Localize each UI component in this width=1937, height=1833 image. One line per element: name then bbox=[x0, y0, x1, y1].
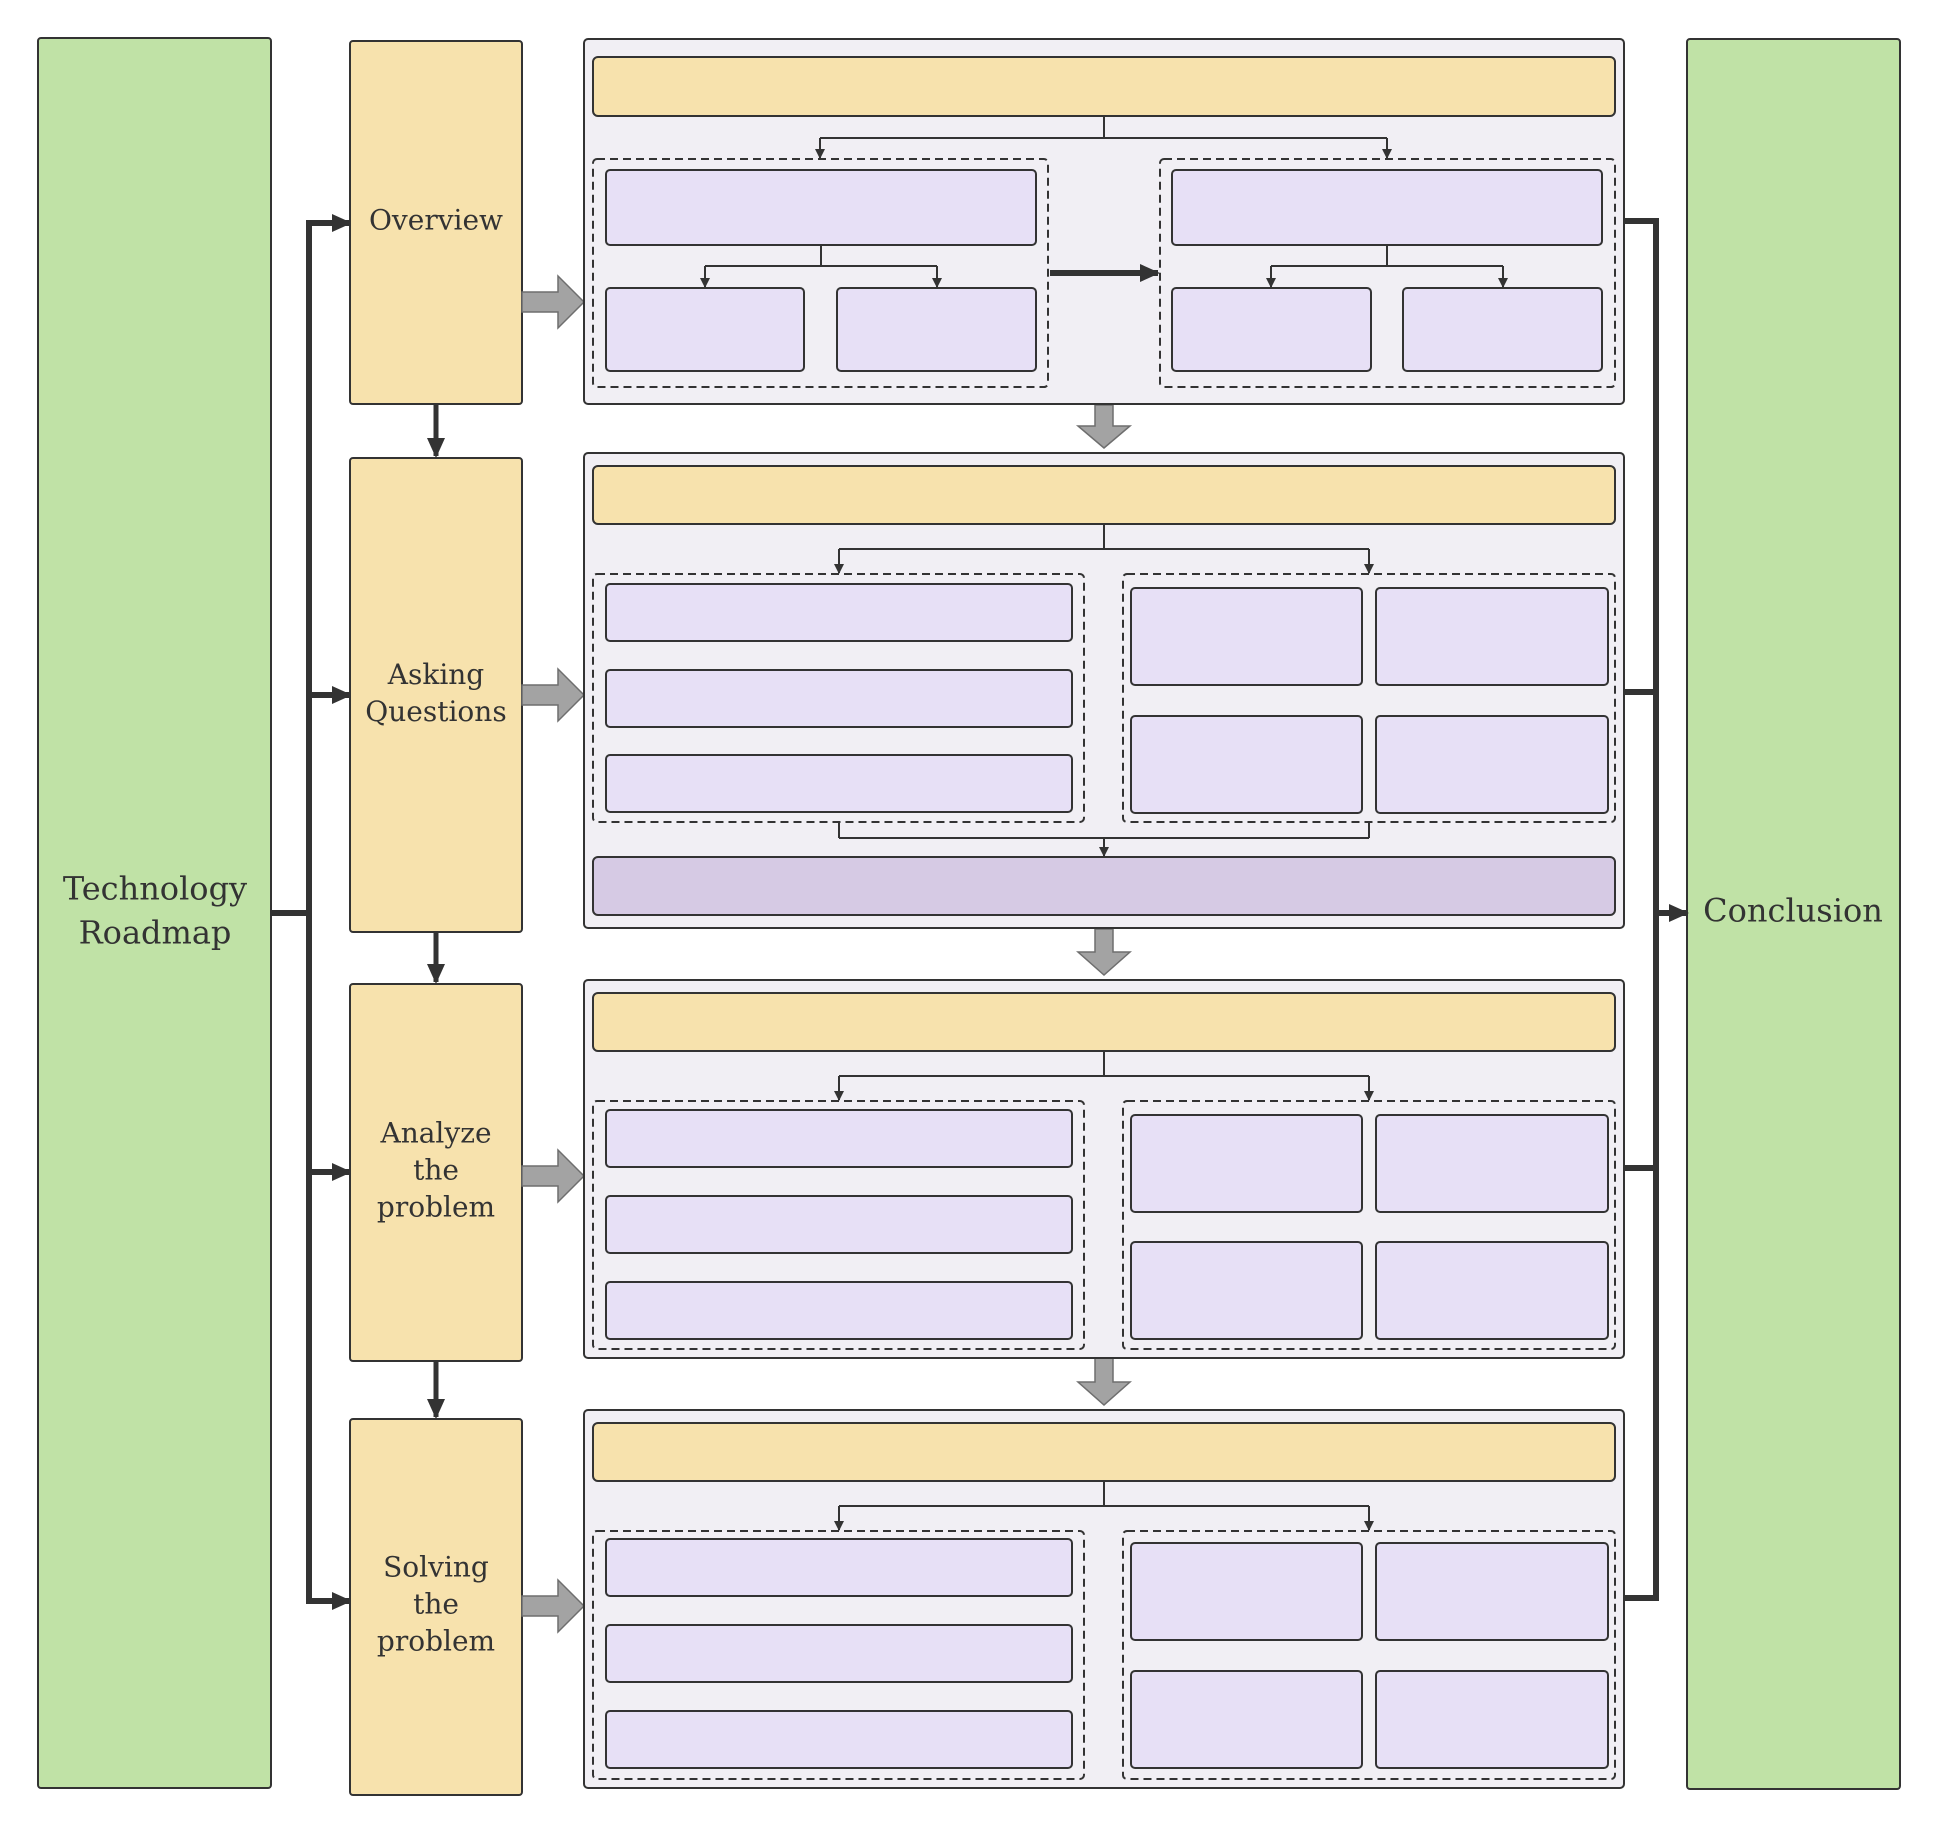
label-line: problem bbox=[377, 1625, 495, 1658]
placeholder-box bbox=[1130, 1241, 1363, 1340]
placeholder-box bbox=[1130, 587, 1363, 686]
placeholder-box bbox=[1375, 587, 1609, 686]
panel-overview-header bbox=[592, 56, 1616, 117]
placeholder-box bbox=[605, 754, 1073, 813]
placeholder-box bbox=[1130, 1114, 1363, 1213]
grey-right-arrows bbox=[521, 274, 586, 1634]
label-line: Roadmap bbox=[79, 914, 232, 952]
stage-label-solving-the-problem: Solving the problem bbox=[377, 1551, 495, 1658]
panel-asking-questions-footer bbox=[592, 856, 1616, 916]
placeholder-box bbox=[1171, 287, 1372, 372]
placeholder-box bbox=[605, 287, 805, 372]
placeholder-box bbox=[605, 1710, 1073, 1769]
label-line: Overview bbox=[369, 204, 503, 237]
placeholder-box bbox=[1375, 1542, 1609, 1641]
placeholder-box bbox=[1130, 715, 1363, 814]
placeholder-box bbox=[1375, 1670, 1609, 1769]
stage-label-analyze-the-problem: Analyze the problem bbox=[377, 1117, 495, 1224]
placeholder-box bbox=[605, 1538, 1073, 1597]
label-line: Solving bbox=[383, 1551, 489, 1584]
label-line: problem bbox=[377, 1191, 495, 1224]
placeholder-box bbox=[1375, 1114, 1609, 1213]
placeholder-box bbox=[1130, 1670, 1363, 1769]
placeholder-box bbox=[1171, 169, 1603, 246]
placeholder-box bbox=[605, 169, 1037, 246]
panel-analyze-header bbox=[592, 992, 1616, 1052]
panel-analyze-the-problem bbox=[583, 979, 1625, 1359]
label-line: Conclusion bbox=[1703, 892, 1883, 930]
placeholder-box bbox=[605, 583, 1073, 642]
label-line: Analyze bbox=[379, 1117, 491, 1150]
panel-asking-questions bbox=[583, 452, 1625, 929]
label-line: the bbox=[413, 1588, 459, 1621]
right-connector bbox=[1624, 218, 1659, 1601]
left-connector-arrows bbox=[306, 214, 352, 1610]
panel-overview bbox=[583, 38, 1625, 405]
panel-solving-the-problem bbox=[583, 1409, 1625, 1789]
label-line: the bbox=[413, 1154, 459, 1187]
placeholder-box bbox=[1130, 1542, 1363, 1641]
placeholder-box bbox=[1375, 715, 1609, 814]
panel-solving-header bbox=[592, 1422, 1616, 1482]
placeholder-box bbox=[605, 1281, 1073, 1340]
left-connector bbox=[271, 223, 312, 1601]
placeholder-box bbox=[605, 1624, 1073, 1683]
panel-asking-questions-header bbox=[592, 465, 1616, 525]
placeholder-box bbox=[605, 1109, 1073, 1168]
label-line: Asking bbox=[387, 658, 485, 691]
stage-label-overview: Overview bbox=[369, 204, 503, 237]
placeholder-box bbox=[836, 287, 1037, 372]
label-line: Questions bbox=[365, 695, 506, 728]
grey-down-arrows bbox=[1075, 404, 1133, 1407]
placeholder-box bbox=[1402, 287, 1603, 372]
right-column-label: Conclusion bbox=[1703, 892, 1883, 930]
label-line: Technology bbox=[63, 870, 247, 908]
placeholder-box bbox=[605, 1195, 1073, 1254]
placeholder-box bbox=[1375, 1241, 1609, 1340]
placeholder-box bbox=[605, 669, 1073, 728]
